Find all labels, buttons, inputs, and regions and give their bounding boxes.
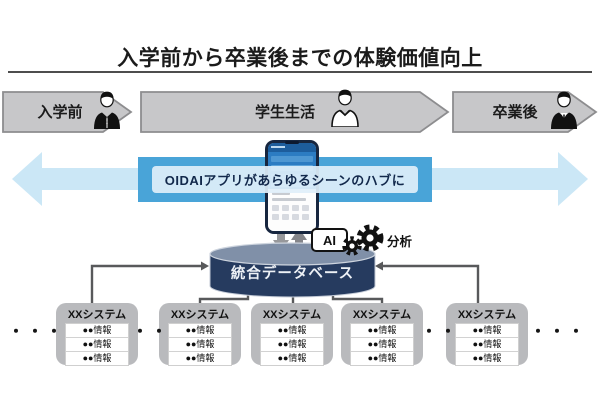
ellipsis-mid-right: ・・ [421,324,460,341]
stage-pre-admission: 入学前 [37,104,83,121]
gear-icon [342,224,384,256]
system-box-3: XXシステム ●●情報 ●●情報 ●●情報 [251,303,333,366]
title-underline [8,71,592,73]
system-info-list: ●●情報 ●●情報 ●●情報 [168,323,232,366]
uniform-student-icon [94,91,120,129]
graduate-suit-icon [551,91,577,129]
banner-label-box: OIDAIアプリがあらゆるシーンのハブに [152,166,418,193]
casual-student-icon [331,89,359,127]
system-box-4: XXシステム ●●情報 ●●情報 ●●情報 [341,303,423,366]
system-info-list: ●●情報 ●●情報 ●●情報 [65,323,129,366]
system-info-list: ●●情報 ●●情報 ●●情報 [350,323,414,366]
system-box-1: XXシステム ●●情報 ●●情報 ●●情報 [56,303,138,366]
page-title: 入学前から卒業後までの体験価値向上 [117,47,483,70]
gear-large-icon [356,224,384,252]
ellipsis-right: ・・・ [530,324,588,341]
analysis-label: 分析 [387,235,413,249]
banner-label: OIDAIアプリがあらゆるシーンのハブに [164,173,406,188]
ai-badge: AI [311,228,348,252]
ellipsis-mid-left: ・・ [132,324,171,341]
system-title: XXシステム [352,309,412,321]
stage-after-graduation: 卒業後 [492,104,538,121]
gear-small-icon [342,236,362,256]
system-box-2: XXシステム ●●情報 ●●情報 ●●情報 [159,303,241,366]
stage-student-life: 学生生活 [254,104,315,121]
phone-app-menu [268,189,316,231]
system-title: XXシステム [67,309,127,321]
system-title: XXシステム [170,309,230,321]
system-title: XXシステム [457,309,517,321]
system-box-5: XXシステム ●●情報 ●●情報 ●●情報 [446,303,528,366]
system-info-list: ●●情報 ●●情報 ●●情報 [455,323,519,366]
system-title: XXシステム [262,309,322,321]
phone-notch [285,141,299,144]
ellipsis-left: ・・・ [8,324,66,341]
database-label: 統合データベース [230,266,355,282]
system-info-list: ●●情報 ●●情報 ●●情報 [260,323,324,366]
